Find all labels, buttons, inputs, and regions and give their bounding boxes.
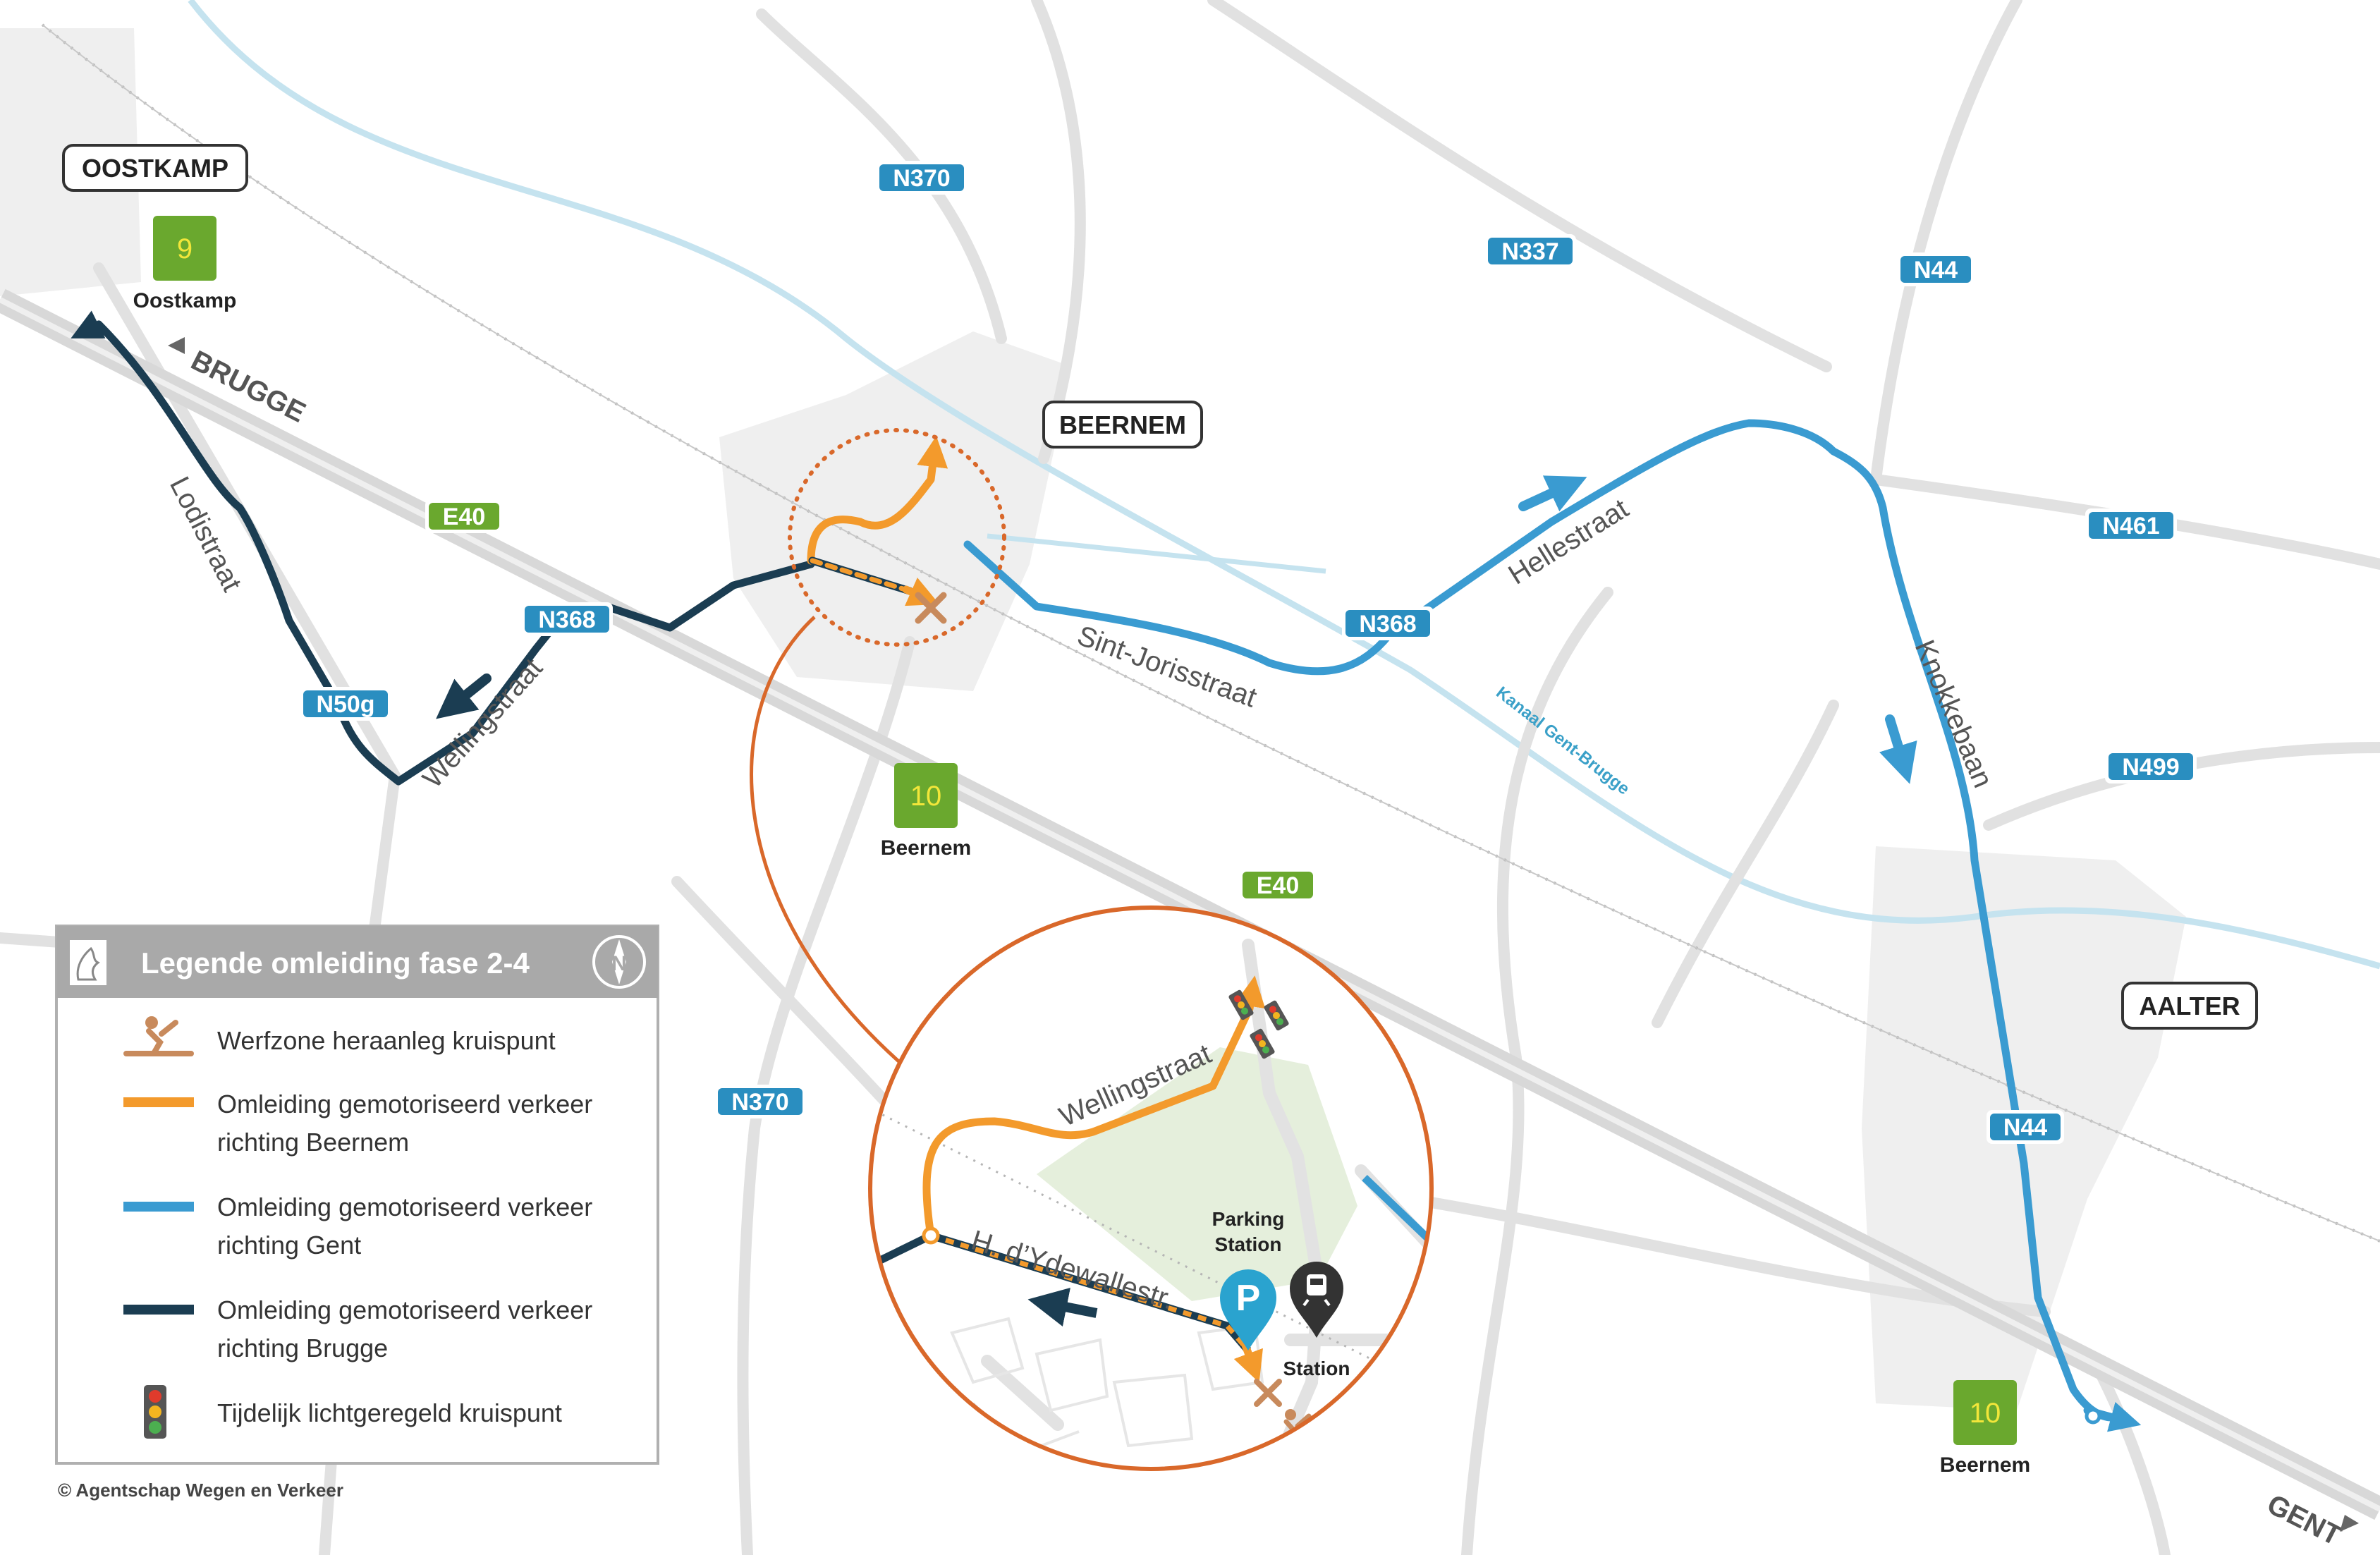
town-oostkamp: OOSTKAMP (62, 144, 248, 192)
roadwork-icon (915, 592, 947, 624)
railway (41, 23, 2380, 1243)
svg-text:N368: N368 (538, 606, 595, 633)
flemish-lion-icon (70, 940, 106, 985)
road-label-n368-east: N368 (1342, 606, 1434, 640)
exit-9-oostkamp: 9 Oostkamp (133, 216, 237, 312)
traffic-light-icon (1250, 1028, 1275, 1059)
train-station-pin-icon (1290, 1262, 1343, 1338)
svg-text:BEERNEM: BEERNEM (1059, 410, 1186, 439)
svg-text:Beernem: Beernem (1940, 1453, 2030, 1477)
svg-text:N: N (611, 952, 627, 975)
exit-10-beernem-east: 10 Beernem (1940, 1380, 2030, 1477)
svg-text:richting Brugge: richting Brugge (217, 1334, 388, 1362)
svg-text:N461: N461 (2102, 513, 2159, 539)
town-labels: OOSTKAMP BEERNEM AALTER (62, 144, 2258, 1030)
exit-10-beernem: 10 Beernem (881, 763, 971, 860)
legend-item-brugge-route: Omleiding gemotoriseerd verkeer richting… (123, 1295, 592, 1362)
svg-text:10: 10 (910, 781, 942, 812)
road-label-n44-north: N44 (1897, 252, 1975, 286)
svg-text:Oostkamp: Oostkamp (133, 289, 237, 312)
street-knokkebaan: Knokkebaan (1909, 635, 1998, 792)
legend-box (55, 925, 659, 1465)
svg-text:OOSTKAMP: OOSTKAMP (82, 154, 228, 183)
roadwork-icon (1254, 1379, 1282, 1407)
road-label-n370-south: N370 (714, 1085, 806, 1118)
inset-detail: Wellingstraat H. d’Ydewallestr. Parki (868, 905, 1434, 1471)
svg-text:Omleiding gemotoriseerd verkee: Omleiding gemotoriseerd verkeer (217, 1193, 592, 1221)
svg-text:N44: N44 (2003, 1114, 2047, 1141)
traffic-light-icon (1264, 1000, 1289, 1031)
inset-junction-dot (922, 1226, 940, 1245)
svg-text:N44: N44 (1914, 257, 1958, 283)
legend: Legende omleiding fase 2-4 N Werfzone he… (55, 925, 659, 1465)
traffic-light-icon (1228, 989, 1254, 1020)
street-wellingstraat: Wellingstraat (417, 652, 549, 794)
road-label-n368-west: N368 (521, 602, 613, 636)
parking-pin-icon: P (1220, 1269, 1276, 1350)
road-label-n337: N337 (1484, 234, 1576, 268)
svg-text:richting Gent: richting Gent (217, 1231, 361, 1260)
route-brugge (71, 310, 815, 786)
svg-text:E40: E40 (1257, 872, 1300, 899)
svg-text:AALTER: AALTER (2139, 992, 2240, 1020)
legend-title: Legende omleiding fase 2-4 (141, 946, 530, 980)
svg-text:richting Beernem: richting Beernem (217, 1128, 409, 1157)
inset-parking-label: Parking (1212, 1208, 1285, 1230)
svg-text:Werfzone heraanleg kruispunt: Werfzone heraanleg kruispunt (217, 1026, 556, 1055)
svg-text:N337: N337 (1501, 238, 1558, 265)
copyright: © Agentschap Wegen en Verkeer (58, 1480, 343, 1501)
road-label-n44-south: N44 (1987, 1110, 2064, 1144)
road-label-e40-west: E40 (425, 499, 503, 533)
road-label-e40-east: E40 (1239, 868, 1317, 902)
roadwork-icon (123, 1016, 194, 1056)
canal-gent-brugge (188, 0, 2380, 970)
detail-callout (750, 428, 1006, 1066)
e40-highway (0, 288, 2380, 1520)
exit-badges: 9 Oostkamp 10 Beernem 10 Beernem (133, 216, 2030, 1477)
svg-text:N370: N370 (893, 165, 950, 192)
svg-text:N499: N499 (2122, 754, 2179, 781)
compass-icon: N (592, 935, 646, 989)
legend-header (56, 926, 658, 998)
inset-parking-label: Station (1215, 1233, 1282, 1255)
legend-item-gent-route: Omleiding gemotoriseerd verkeer richting… (123, 1193, 592, 1260)
svg-text:9: 9 (177, 233, 193, 264)
road-label-n499: N499 (2105, 750, 2197, 783)
route-gent (963, 419, 2142, 1432)
svg-text:E40: E40 (443, 504, 486, 530)
inset-railway (870, 1106, 1432, 1398)
svg-text:Tijdelijk lichtgeregeld kruisp: Tijdelijk lichtgeregeld kruispunt (217, 1398, 562, 1427)
svg-text:P: P (1236, 1278, 1261, 1319)
inset-station-label: Station (1283, 1358, 1350, 1379)
inset-beernem-route (922, 975, 1266, 1236)
road-badges: N370 N337 N44 E40 N368 N50g (300, 161, 2197, 1144)
inset-brugge-arrow (1027, 1288, 1098, 1327)
road-label-n461: N461 (2085, 508, 2177, 542)
legend-item-roadwork: Werfzone heraanleg kruispunt (123, 1016, 556, 1056)
direction-arrow-icon (168, 337, 185, 354)
svg-text:10: 10 (1970, 1398, 2001, 1429)
svg-text:N370: N370 (731, 1089, 788, 1116)
traffic-light-icon (144, 1385, 166, 1439)
legend-item-traffic-light: Tijdelijk lichtgeregeld kruispunt (144, 1385, 562, 1439)
street-sint-jorisstraat: Sint-Jorisstraat (1073, 620, 1261, 714)
town-aalter: AALTER (2121, 982, 2258, 1030)
inset-gent-route (1362, 1175, 1432, 1258)
town-beernem: BEERNEM (1042, 401, 1203, 449)
road-label-n50g: N50g (300, 687, 391, 721)
svg-text:Omleiding gemotoriseerd verkee: Omleiding gemotoriseerd verkeer (217, 1295, 592, 1324)
direction-arrow-icon (2340, 1515, 2359, 1532)
svg-text:N50g: N50g (316, 691, 374, 718)
svg-text:Beernem: Beernem (881, 836, 971, 860)
svg-text:N368: N368 (1359, 611, 1416, 638)
svg-text:Omleiding gemotoriseerd verkee: Omleiding gemotoriseerd verkeer (217, 1090, 592, 1118)
road-label-n370-north: N370 (876, 161, 968, 195)
legend-item-beernem-route: Omleiding gemotoriseerd verkeer richting… (123, 1090, 592, 1157)
